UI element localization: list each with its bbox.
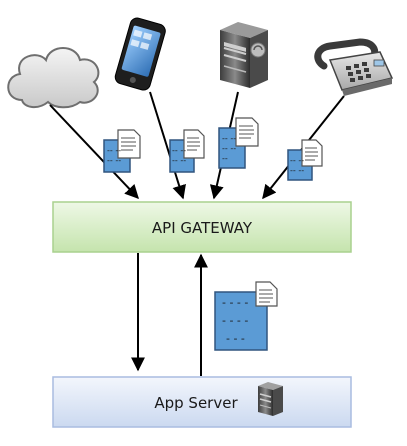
message-document-3: -- -- -- -- --	[218, 117, 259, 169]
arrow-phone-to-gateway	[149, 91, 186, 200]
server-icon	[258, 382, 283, 416]
message-document-2-line-1: -- --	[172, 146, 186, 155]
app-server-label: App Server	[154, 394, 238, 412]
message-document-4-line-2: -- --	[290, 166, 304, 175]
message-document-2-line-2: -- --	[172, 156, 186, 165]
app-server-box: App Server	[52, 376, 352, 428]
arrow-cloud-to-gateway	[49, 104, 139, 200]
message-document-3-line-3: --	[222, 154, 228, 163]
message-document-1: -- -- -- --	[103, 129, 141, 173]
message-document-1-line-2: -- --	[107, 156, 121, 165]
message-document-3-line-2: -- --	[222, 144, 236, 153]
message-document-4-line-1: -- --	[290, 156, 304, 165]
response-document: - - - - - - - - - - -	[214, 281, 278, 351]
response-document-line-3: - - -	[226, 332, 245, 345]
message-document-4: -- -- -- --	[287, 139, 323, 181]
api-gateway-box: API GATEWAY	[52, 201, 352, 253]
message-document-2: -- -- -- --	[169, 129, 205, 173]
message-document-3-line-1: -- --	[222, 134, 236, 143]
server-tower-icon	[220, 22, 268, 88]
desk-phone-icon	[314, 38, 394, 96]
message-document-1-line-1: -- --	[107, 146, 121, 155]
mobile-phone-icon	[114, 17, 166, 91]
api-gateway-label: API GATEWAY	[152, 219, 253, 237]
response-document-line-2: - - - -	[222, 314, 248, 327]
response-document-line-1: - - - -	[222, 296, 248, 309]
cloud-icon	[7, 47, 100, 109]
